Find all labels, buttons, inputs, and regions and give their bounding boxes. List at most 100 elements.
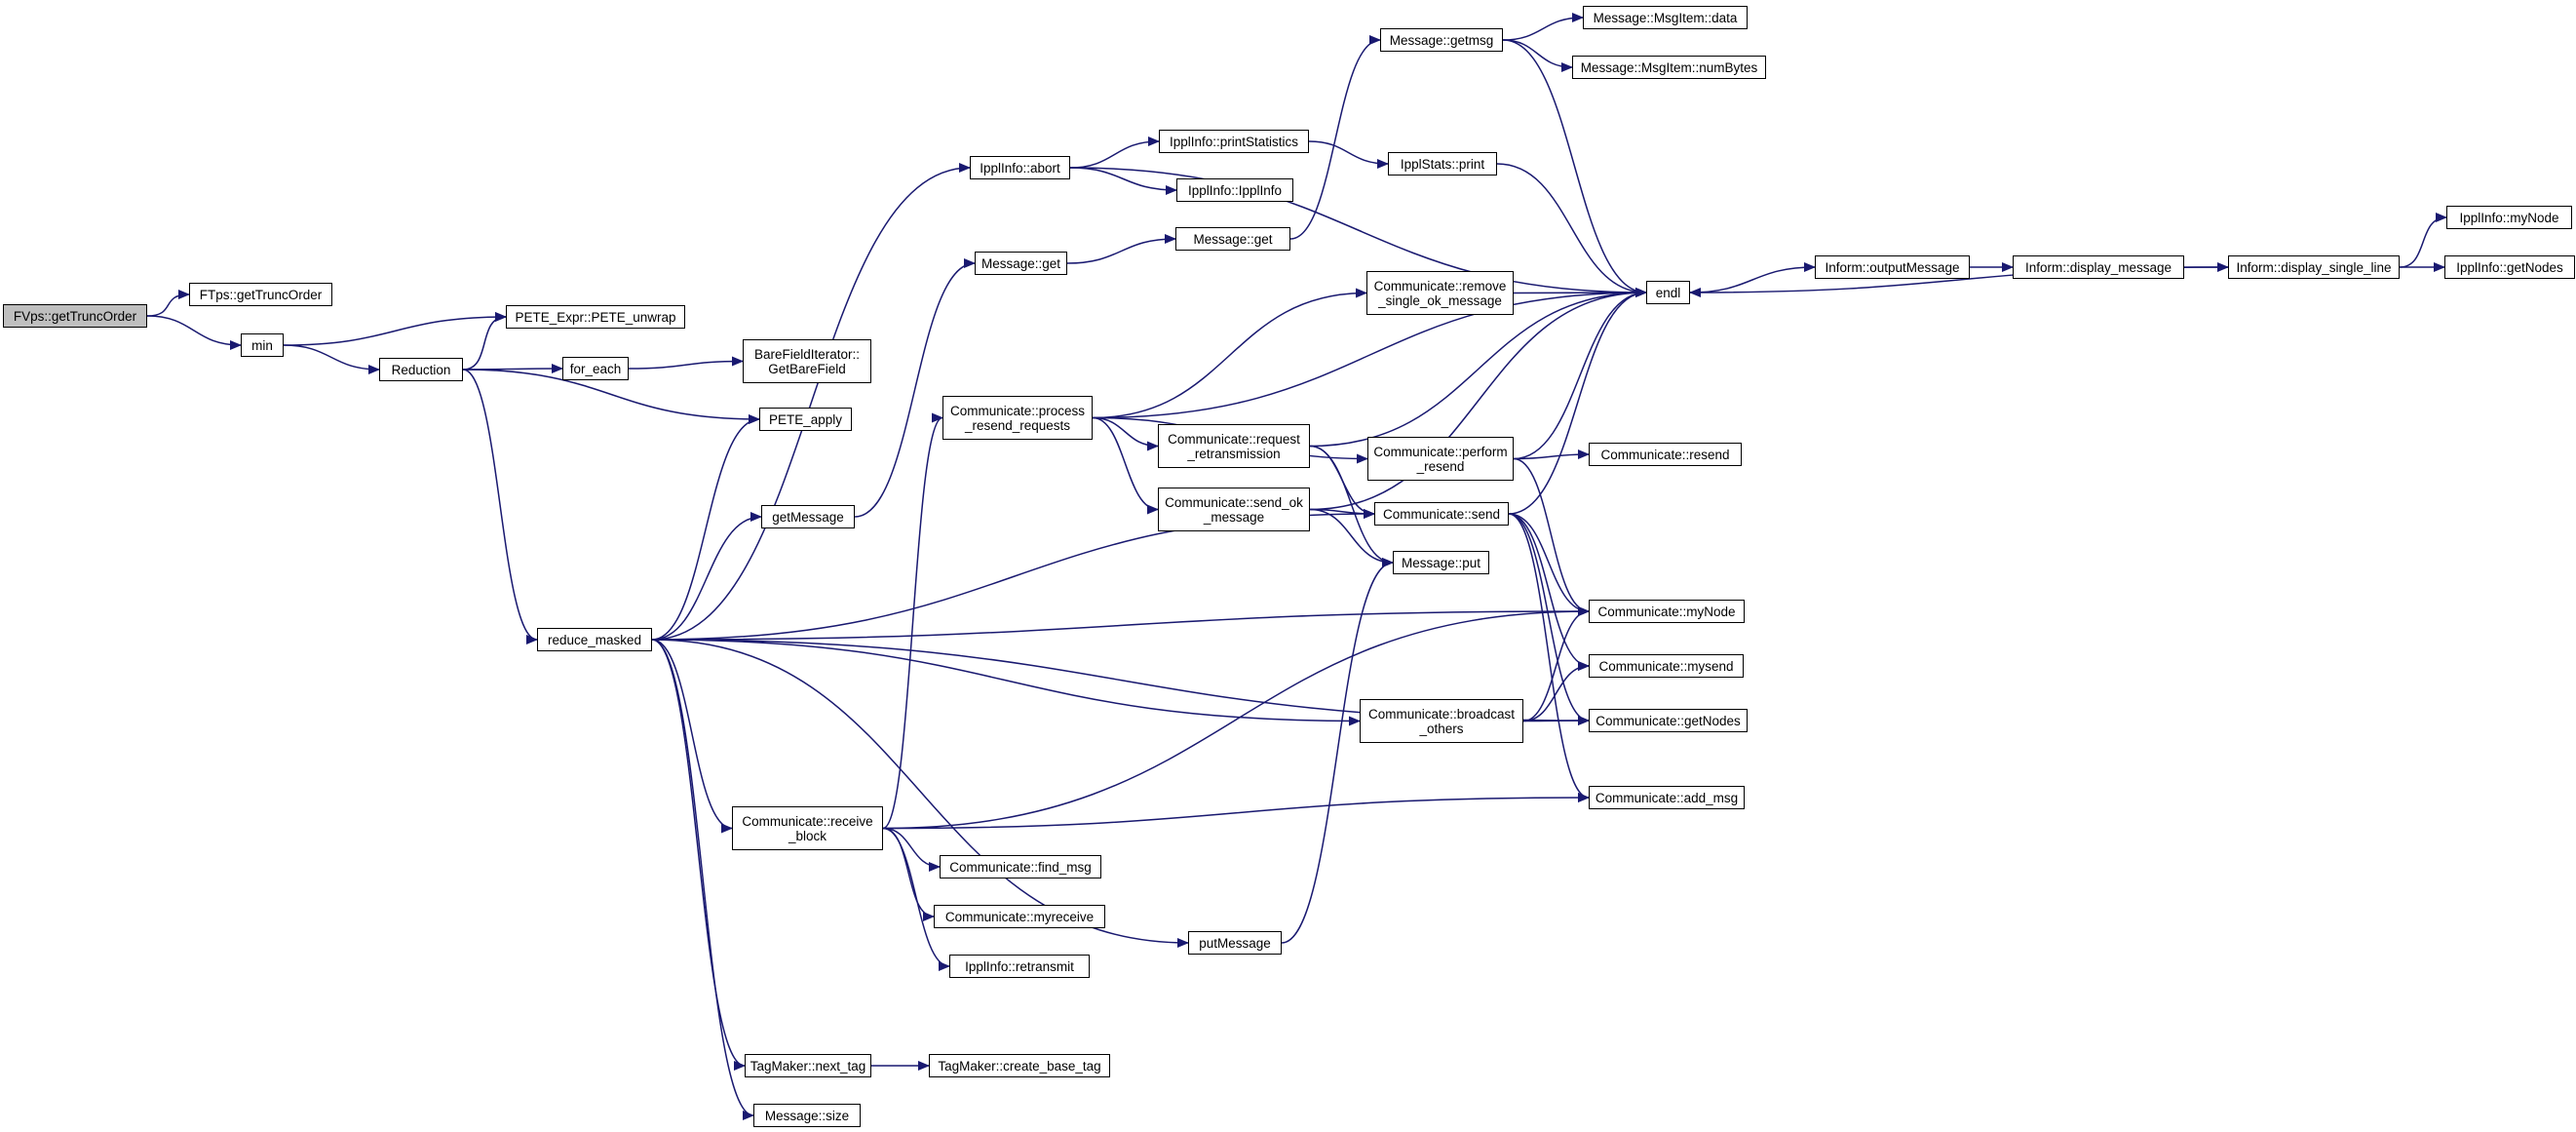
node-comm-myreceive[interactable]: Communicate::myreceive [934, 905, 1105, 928]
node-endl[interactable]: endl [1646, 281, 1690, 304]
node-ftps-gettrunc[interactable]: FTps::getTruncOrder [189, 283, 332, 306]
node-ippl-ipplinfo[interactable]: IpplInfo::IpplInfo [1176, 178, 1293, 202]
node-comm-request-retrans[interactable]: Communicate::request _retransmission [1158, 424, 1310, 468]
node-comm-remove-ok[interactable]: Communicate::remove _single_ok_message [1366, 271, 1514, 315]
node-message-getmsg[interactable]: Message::getmsg [1380, 28, 1503, 52]
edge-getmessage-to-message-get-free [854, 258, 976, 518]
node-ippl-printstats[interactable]: IpplInfo::printStatistics [1159, 130, 1309, 153]
node-comm-getnodes[interactable]: Communicate::getNodes [1589, 709, 1748, 732]
node-inform-display-line[interactable]: Inform::display_single_line [2228, 255, 2400, 279]
edge-reduction-to-reduce-masked [462, 369, 538, 644]
node-root: FVps::getTruncOrder [3, 304, 147, 328]
edge-reduce-masked-to-tag-next [651, 639, 746, 1071]
edge-endl-to-inform-output [1689, 262, 1816, 293]
edge-comm-process-resend-to-comm-request-retrans [1092, 416, 1159, 451]
edge-comm-request-retrans-to-endl [1309, 288, 1647, 448]
edge-comm-receive-block-to-comm-process-resend [882, 412, 943, 830]
node-barefield[interactable]: BareFieldIterator:: GetBareField [743, 339, 871, 383]
node-min[interactable]: min [241, 333, 284, 357]
edge-comm-receive-block-to-comm-mynode [882, 606, 1590, 830]
edge-comm-send-to-comm-getnodes [1508, 513, 1590, 725]
edge-comm-broadcast-to-comm-mysend [1522, 661, 1590, 722]
node-reduction[interactable]: Reduction [379, 358, 463, 381]
node-inform-display-msg[interactable]: Inform::display_message [2013, 255, 2184, 279]
edge-reduce-masked-to-message-size [651, 639, 754, 1120]
edge-ippl-printstats-to-ippl-stats-print [1308, 140, 1389, 169]
node-message-get[interactable]: Message::get [1175, 227, 1290, 251]
node-comm-mynode[interactable]: Communicate::myNode [1589, 600, 1745, 623]
edge-reduce-masked-to-comm-broadcast [651, 639, 1361, 726]
edge-comm-send-to-comm-mysend [1508, 513, 1590, 671]
node-inform-output[interactable]: Inform::outputMessage [1815, 255, 1970, 279]
edge-comm-perform-resend-to-comm-resend [1513, 449, 1590, 460]
edge-min-to-reduction [283, 344, 380, 374]
edge-message-getmsg-to-msgitem-numbytes [1502, 39, 1573, 72]
edge-comm-send-to-endl [1508, 288, 1647, 515]
edge-comm-receive-block-to-ippl-retransmit [882, 827, 950, 971]
node-comm-receive-block[interactable]: Communicate::receive _block [732, 806, 883, 850]
node-comm-resend[interactable]: Communicate::resend [1589, 443, 1742, 466]
edge-message-get-to-message-getmsg [1289, 35, 1381, 240]
edge-min-to-pete-unwrap [283, 312, 507, 346]
edge-reduction-to-pete-apply [462, 369, 760, 424]
edge-root-to-ftps-gettrunc [146, 290, 190, 317]
node-message-put[interactable]: Message::put [1393, 551, 1489, 574]
edge-for-each-to-barefield [628, 356, 744, 370]
node-comm-send[interactable]: Communicate::send [1374, 502, 1509, 526]
node-tag-next[interactable]: TagMaker::next_tag [745, 1054, 871, 1077]
node-getmessage[interactable]: getMessage [761, 505, 855, 528]
edge-comm-send-ok-to-endl [1309, 288, 1647, 511]
edge-ippl-stats-print-to-endl [1496, 163, 1647, 297]
edge-comm-perform-resend-to-comm-mynode [1513, 457, 1590, 616]
edge-comm-send-to-comm-mynode [1508, 513, 1590, 616]
edge-comm-process-resend-to-endl [1092, 288, 1647, 419]
edge-reduction-to-pete-unwrap [462, 312, 507, 371]
edge-root-to-min [146, 315, 242, 350]
edge-comm-send-ok-to-message-put [1309, 508, 1394, 567]
node-comm-send-ok[interactable]: Communicate::send_ok _message [1158, 488, 1310, 531]
edge-reduce-masked-to-comm-receive-block [651, 639, 733, 834]
edge-comm-broadcast-to-comm-getnodes [1522, 716, 1590, 726]
edge-comm-receive-block-to-comm-myreceive [882, 827, 935, 921]
node-ippl-retransmit[interactable]: IpplInfo::retransmit [949, 955, 1090, 978]
node-comm-add-msg[interactable]: Communicate::add_msg [1589, 786, 1745, 809]
edge-comm-receive-block-to-comm-add-msg [882, 793, 1590, 830]
node-msgitem-data[interactable]: Message::MsgItem::data [1583, 6, 1748, 29]
edge-ippl-abort-to-endl [1069, 167, 1647, 297]
edge-comm-receive-block-to-comm-find-msg [882, 827, 941, 872]
node-for-each[interactable]: for_each [562, 357, 629, 380]
edge-inform-display-line-to-ippl-mynode [2399, 213, 2447, 268]
node-comm-mysend[interactable]: Communicate::mysend [1589, 654, 1744, 678]
edge-putmessage-to-message-put [1281, 558, 1394, 944]
node-comm-find-msg[interactable]: Communicate::find_msg [940, 855, 1101, 878]
edge-ippl-abort-to-ippl-ipplinfo [1069, 167, 1177, 195]
node-comm-process-resend[interactable]: Communicate::process _resend_requests [942, 396, 1093, 440]
node-pete-unwrap[interactable]: PETE_Expr::PETE_unwrap [506, 305, 685, 329]
node-message-size[interactable]: Message::size [753, 1104, 861, 1127]
node-reduce-masked[interactable]: reduce_masked [537, 628, 652, 651]
edge-reduce-masked-to-pete-apply [651, 414, 760, 641]
node-ippl-mynode[interactable]: IpplInfo::myNode [2446, 206, 2572, 229]
edge-comm-perform-resend-to-endl [1513, 288, 1647, 460]
node-comm-broadcast[interactable]: Communicate::broadcast _others [1360, 699, 1523, 743]
edge-message-getmsg-to-endl [1502, 39, 1647, 297]
node-msgitem-numbytes[interactable]: Message::MsgItem::numBytes [1572, 56, 1766, 79]
node-ippl-getnodes[interactable]: IpplInfo::getNodes [2444, 255, 2575, 279]
node-pete-apply[interactable]: PETE_apply [759, 408, 852, 431]
node-comm-perform-resend[interactable]: Communicate::perform _resend [1367, 437, 1514, 481]
edge-comm-process-resend-to-comm-send-ok [1092, 416, 1159, 515]
node-tag-create-base[interactable]: TagMaker::create_base_tag [929, 1054, 1110, 1077]
edge-comm-send-to-comm-add-msg [1508, 513, 1590, 802]
edge-reduce-masked-to-putmessage [651, 639, 1189, 948]
node-message-get-free[interactable]: Message::get [975, 252, 1067, 275]
edge-comm-process-resend-to-comm-remove-ok [1092, 288, 1367, 419]
edge-reduce-masked-to-getmessage [651, 512, 762, 641]
node-ippl-abort[interactable]: IpplInfo::abort [970, 156, 1070, 179]
edge-ippl-abort-to-ippl-printstats [1069, 137, 1160, 169]
edge-message-get-free-to-message-get [1066, 234, 1176, 264]
node-ippl-stats-print[interactable]: IpplStats::print [1388, 152, 1497, 176]
edge-message-getmsg-to-msgitem-data [1502, 13, 1584, 41]
node-putmessage[interactable]: putMessage [1188, 931, 1282, 955]
edge-reduce-masked-to-ippl-abort [651, 163, 971, 641]
